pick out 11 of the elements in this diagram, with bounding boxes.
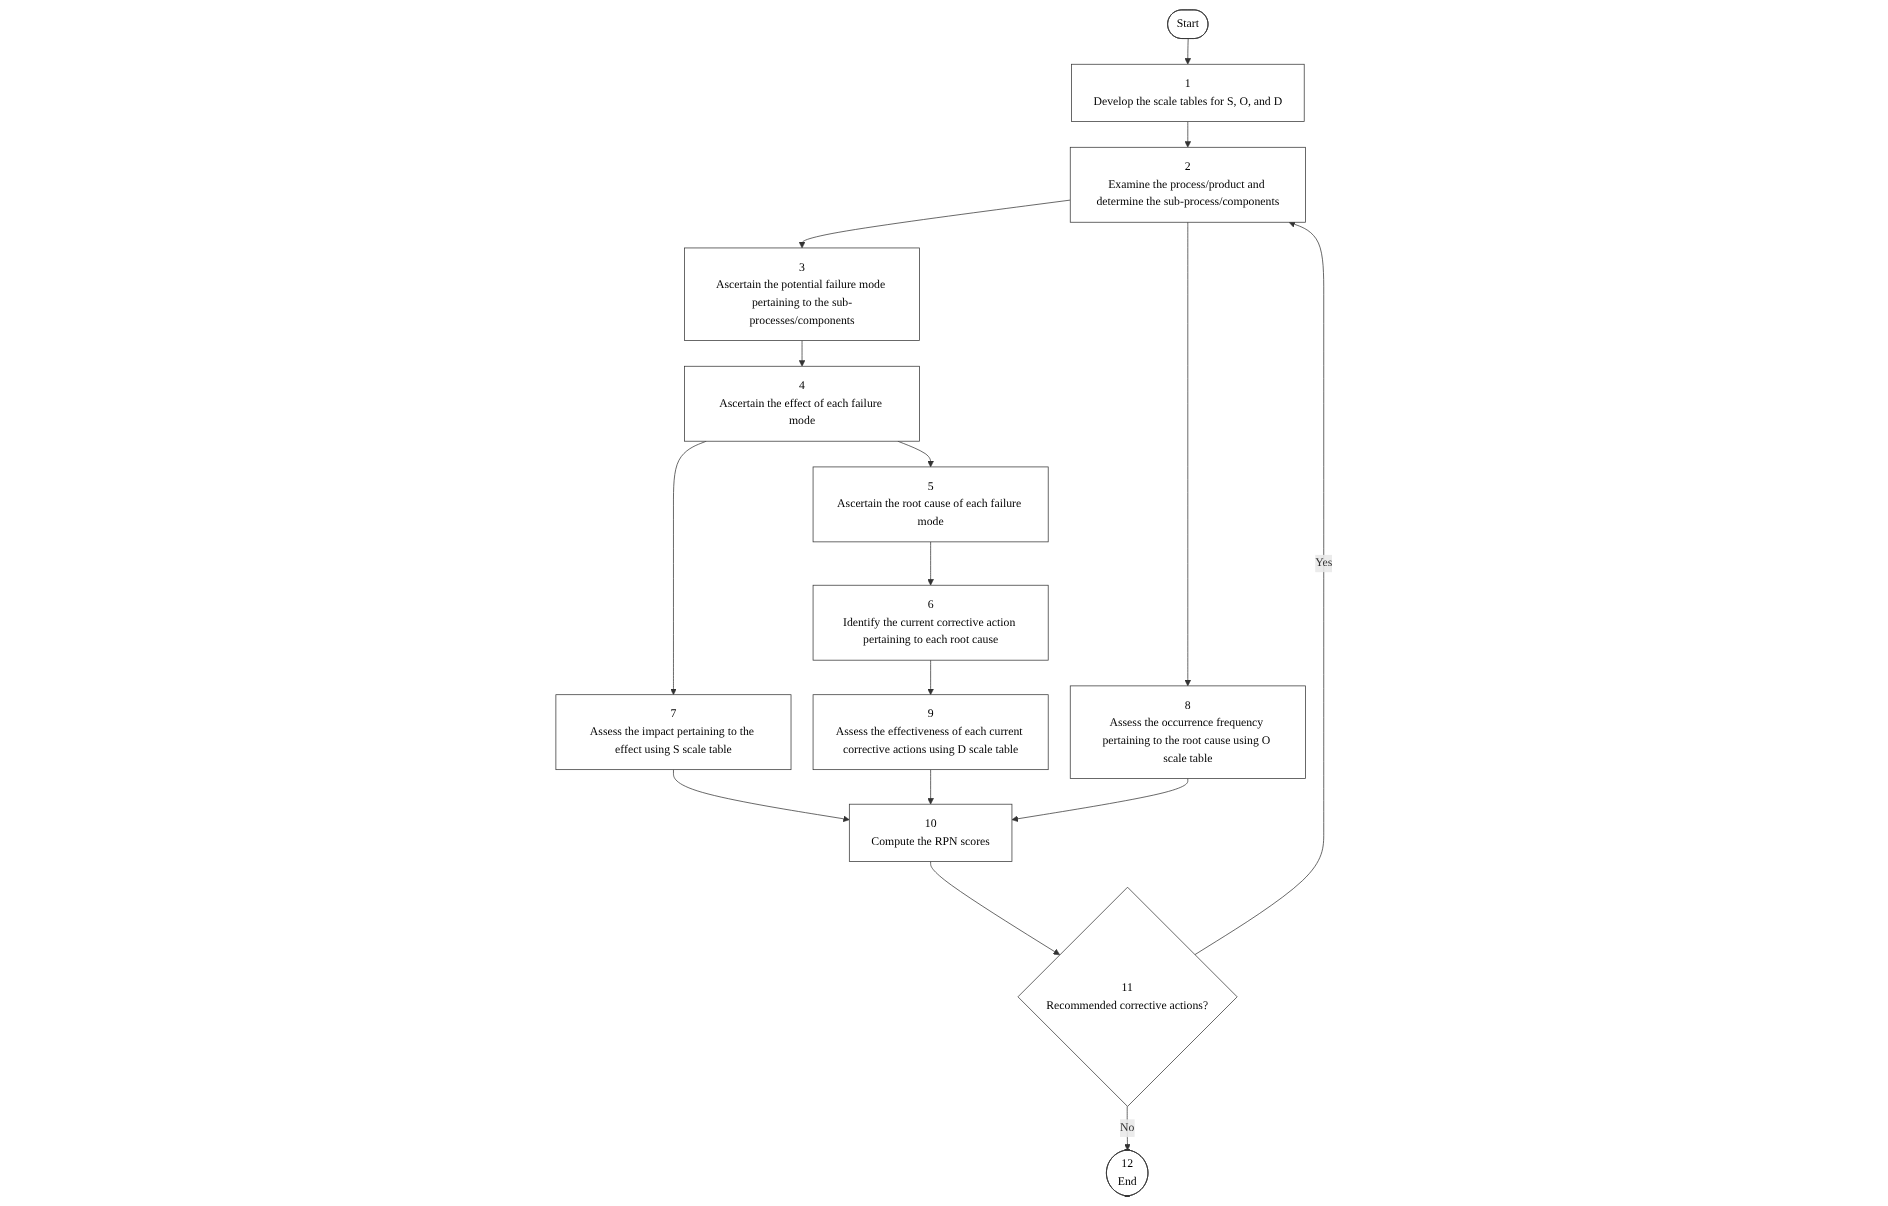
node-box	[1070, 63, 1305, 122]
node-box	[1069, 685, 1306, 779]
node-box	[1069, 146, 1306, 223]
node-box	[812, 466, 1049, 543]
node-box	[555, 694, 792, 771]
node-box	[684, 247, 920, 341]
node-box	[812, 694, 1049, 771]
node-box	[684, 365, 920, 442]
node-box	[812, 584, 1049, 661]
node-box	[848, 803, 1013, 862]
node-diamond	[1017, 886, 1238, 1107]
